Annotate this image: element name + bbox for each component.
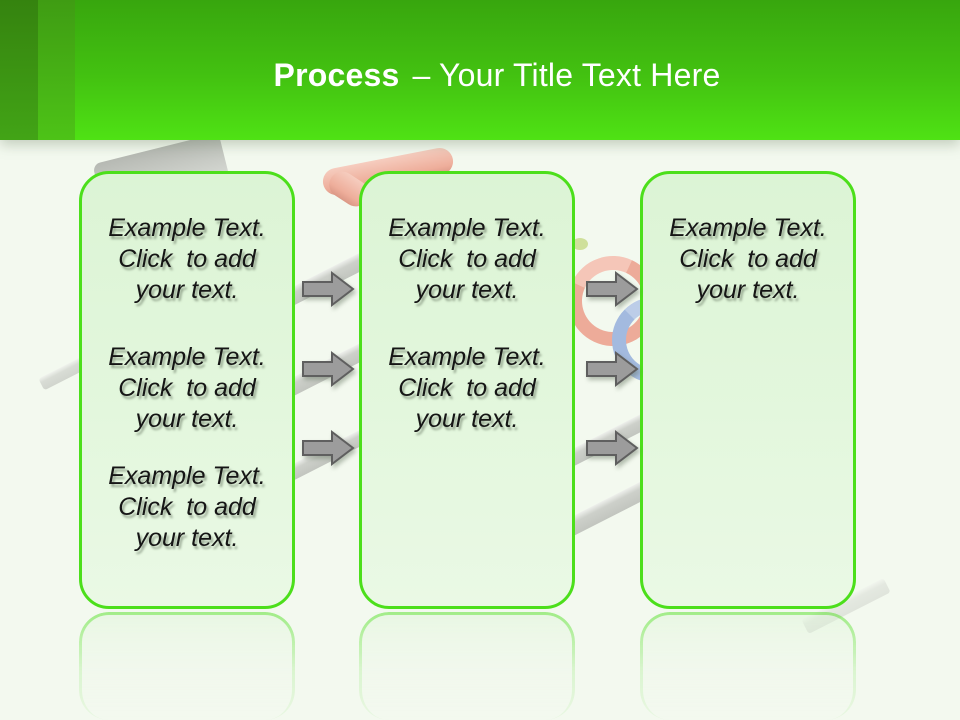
header-accent-strip-medium (38, 0, 75, 140)
slide-title-subtitle: – Your Title Text Here (412, 57, 721, 93)
panel-reflection (359, 612, 575, 720)
panel-3-body: Example Text. Click to add your text. (643, 174, 853, 306)
arrow-right-icon (586, 430, 639, 466)
slide-header: Process – Your Title Text Here (0, 0, 960, 140)
panel-2-body: Example Text. Click to add your text. Ex… (362, 174, 572, 435)
text-placeholder[interactable]: Example Text. Click to add your text. (108, 343, 266, 433)
arrow-right-icon (586, 351, 639, 387)
process-panel-2[interactable]: Example Text. Click to add your text. Ex… (359, 171, 575, 609)
green-dot-decor (572, 238, 588, 250)
arrow-right-icon (302, 271, 355, 307)
arrow-right-icon (586, 271, 639, 307)
slide-title[interactable]: Process – Your Title Text Here (17, 54, 960, 102)
text-placeholder[interactable]: Example Text. Click to add your text. (108, 462, 266, 552)
panel-reflection (79, 612, 295, 720)
text-placeholder[interactable]: Example Text. Click to add your text. (108, 214, 266, 304)
arrow-right-icon (302, 351, 355, 387)
panel-reflection (640, 612, 856, 720)
process-panel-3[interactable]: Example Text. Click to add your text. (640, 171, 856, 609)
text-placeholder[interactable]: Example Text. Click to add your text. (388, 214, 546, 304)
process-panel-1[interactable]: Example Text. Click to add your text. Ex… (79, 171, 295, 609)
slide-title-keyword: Process (273, 57, 400, 93)
text-placeholder[interactable]: Example Text. Click to add your text. (388, 343, 546, 433)
arrow-right-icon (302, 430, 355, 466)
header-accent-strip-dark (0, 0, 38, 140)
text-placeholder[interactable]: Example Text. Click to add your text. (669, 214, 827, 304)
panel-1-body: Example Text. Click to add your text. Ex… (82, 174, 292, 554)
